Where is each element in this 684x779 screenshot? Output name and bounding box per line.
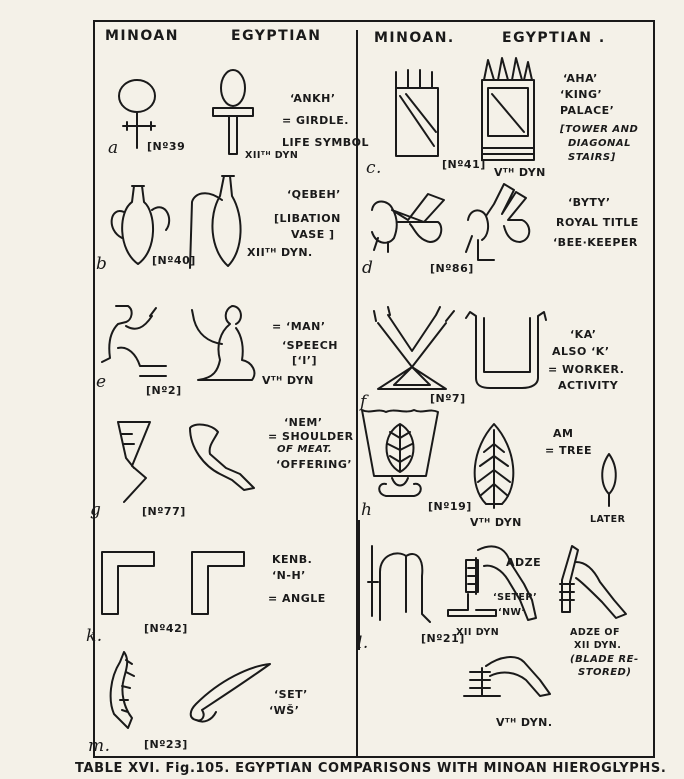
egyptian-shoulder-glyph <box>184 418 259 493</box>
gloss-a-3: LIFE SYMBOL <box>282 136 369 149</box>
minoan-shoulder-glyph <box>112 418 157 508</box>
gloss-m-2: ʻWŠ’ <box>269 704 299 717</box>
row-letter-h: h <box>361 500 372 520</box>
egyptian-adze-v-glyph <box>460 650 555 710</box>
gloss-c-4: [TOWER AND <box>560 124 638 135</box>
egyptian-tree-glyph <box>466 420 526 515</box>
egyptian-bee-glyph <box>460 180 540 270</box>
dyn-h: Vᵀᴴ DYN <box>470 516 522 529</box>
minoan-man-glyph <box>96 302 176 387</box>
row-letter-c: c. <box>366 158 382 178</box>
gloss-f-1: ʻKA’ <box>570 328 596 341</box>
num-h: [Nº19] <box>428 500 472 513</box>
gloss-c-1: ʻAHA’ <box>563 72 598 85</box>
num-b: [Nº40] <box>152 254 196 267</box>
gloss-b-3: VASE ] <box>291 228 335 241</box>
minoan-adze-glyph <box>364 542 436 632</box>
header-left-egyptian: EGYPTIAN <box>231 28 321 44</box>
minoan-tree-glyph <box>356 404 446 504</box>
gloss-g-3: OF MEAT. <box>277 444 332 455</box>
header-right-minoan: MINOAN. <box>374 30 455 46</box>
adze-of-2: XII DYN. <box>574 640 621 651</box>
minoan-bee-glyph <box>368 180 448 260</box>
num-k: [Nº42] <box>144 622 188 635</box>
num-d: [Nº86] <box>430 262 474 275</box>
num-g: [Nº77] <box>142 505 186 518</box>
num-m: [Nº23] <box>144 738 188 751</box>
figure-caption: TABLE XVI. Fig.105. EGYPTIAN COMPARISONS… <box>75 761 666 776</box>
right-divider-lower <box>358 520 360 650</box>
gloss-d-2: ROYAL TITLE <box>556 216 639 229</box>
dyn-b: XIIᵀᴴ DYN. <box>247 246 313 259</box>
gloss-k-2: ʻN-H’ <box>272 569 306 582</box>
dyn-c: Vᵀᴴ DYN <box>494 166 546 179</box>
minoan-ka-glyph <box>372 305 462 395</box>
restored-1: (BLADE RE- <box>570 654 639 665</box>
gloss-e-2: ʻSPEECH <box>282 339 338 352</box>
restored-2: STORED) <box>578 667 631 678</box>
num-a: [Nº39 <box>147 140 185 153</box>
egyptian-libation-vase-glyph <box>186 172 256 272</box>
later-tree-glyph <box>597 450 621 510</box>
row-letter-b: b <box>96 254 107 274</box>
gloss-m-1: ʻSET’ <box>274 688 308 701</box>
gloss-e-1: = ʻMAN’ <box>272 320 326 333</box>
minoan-palace-glyph <box>392 66 447 161</box>
gloss-a-1: ʻANKH’ <box>290 92 336 105</box>
later-label: LATER <box>590 514 625 525</box>
header-left-minoan: MINOAN <box>105 28 179 44</box>
gloss-d-3: ʻBEE·KEEPER <box>553 236 638 249</box>
row-letter-l: l. <box>357 633 369 653</box>
row-letter-e: e <box>96 372 107 392</box>
num-c: [Nº41] <box>442 158 486 171</box>
gloss-c-6: STAIRS] <box>568 152 616 163</box>
gloss-f-3: = WORKER. <box>548 363 624 376</box>
gloss-d-1: ʻBYTY’ <box>568 196 611 209</box>
egyptian-adze-xii-glyph <box>556 542 632 626</box>
gloss-g-2: = SHOULDER <box>268 430 354 443</box>
adze-label: ADZE <box>506 556 541 569</box>
egyptian-ankh-glyph <box>205 68 260 158</box>
gloss-b-2: [LIBATION <box>274 212 341 225</box>
gloss-k-3: = ANGLE <box>268 592 326 605</box>
dyn-l: XII DYN <box>456 627 499 638</box>
header-right-egyptian: EGYPTIAN . <box>502 30 606 46</box>
gloss-h-1: AM <box>553 427 573 440</box>
gloss-f-2: ALSO ʻK’ <box>552 345 610 358</box>
egyptian-ka-glyph <box>462 308 547 393</box>
row-letter-d: d <box>362 258 373 278</box>
row-letter-g: g <box>90 500 101 520</box>
egyptian-set-glyph <box>180 660 276 726</box>
row-letter-k: k. <box>86 626 103 646</box>
dyn-a: XIIᵀᴴ DYN <box>245 150 298 161</box>
gloss-f-4: ACTIVITY <box>558 379 618 392</box>
egyptian-adze-glyph <box>444 540 549 630</box>
adze-of-1: ADZE OF <box>570 627 620 638</box>
gloss-c-3: PALACE’ <box>560 104 614 117</box>
gloss-c-2: ʻKING’ <box>560 88 602 101</box>
row-letter-a: a <box>108 138 119 158</box>
gloss-a-2: = GIRDLE. <box>282 114 349 127</box>
gloss-e-3: [ʻI’] <box>292 354 317 367</box>
egyptian-seated-man-glyph <box>188 300 268 390</box>
gloss-g-1: ʻNEM’ <box>284 416 323 429</box>
gloss-c-5: DIAGONAL <box>568 138 631 149</box>
setep-label-1: ʻSETEP’ <box>493 592 537 603</box>
egyptian-angle-glyph <box>188 548 250 620</box>
dyn-e: Vᵀᴴ DYN <box>262 374 314 387</box>
gloss-h-2: = TREE <box>545 444 592 457</box>
gloss-k-1: KENB. <box>272 553 312 566</box>
dyn5-m: Vᵀᴴ DYN. <box>496 716 553 729</box>
num-e: [Nº2] <box>146 384 182 397</box>
minoan-angle-glyph <box>98 548 160 620</box>
minoan-set-glyph <box>106 648 146 740</box>
gloss-b-1: ʻQEBEH’ <box>287 188 341 201</box>
setep-label-2: ʻNW’ <box>498 607 526 618</box>
gloss-g-4: ʻOFFERING’ <box>276 458 352 471</box>
row-letter-m: m. <box>88 736 111 756</box>
egyptian-palace-glyph <box>478 52 538 167</box>
